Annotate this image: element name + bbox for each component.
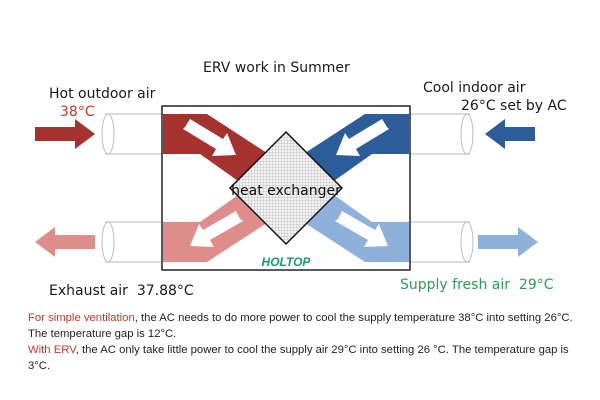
hot-outdoor-temp: 38°C	[60, 104, 95, 120]
hot-outdoor-label: Hot outdoor air	[49, 86, 156, 102]
hot-air-in-arrow	[35, 119, 95, 149]
flow-arrow-icon	[336, 119, 389, 156]
supply-label: Supply fresh air	[400, 277, 510, 293]
holtop-logo: HOLTOP	[262, 255, 312, 269]
cool-indoor-temp: 26°C set by AC	[461, 98, 567, 114]
note-simple-ventilation: For simple ventilation, the AC needs to …	[28, 312, 573, 340]
flow-arrow-icon	[183, 119, 236, 156]
exhaust-temp: 37.88°C	[136, 283, 194, 299]
explanation-notes: For simple ventilation, the AC needs to …	[28, 310, 588, 374]
ducts	[101, 113, 474, 263]
flow-arrow-icon	[190, 211, 243, 247]
exhaust-label: Exhaust air	[49, 283, 128, 299]
cool-indoor-label: Cool indoor air	[423, 80, 526, 96]
supply-out-arrow	[478, 227, 538, 257]
flow-arrow-icon	[335, 211, 388, 247]
supply-temp: 29°C	[518, 277, 554, 293]
indoor-air-in-arrow	[485, 119, 535, 149]
heat-exchanger-label: heat exchanger	[231, 183, 341, 199]
note-with-erv: With ERV, the AC only take little power …	[28, 344, 569, 372]
exhaust-out-arrow	[35, 227, 95, 257]
heat-exchanger-core	[228, 130, 344, 246]
diagram-title: ERV work in Summer	[203, 60, 350, 76]
